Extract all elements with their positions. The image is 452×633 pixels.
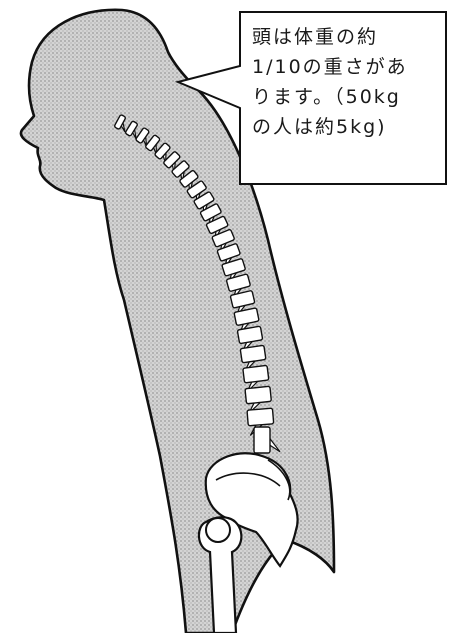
femoral-head	[206, 518, 230, 542]
callout-text: 頭は体重の約 1/10の重さがあ ります。（50kg の人は約5kg)	[252, 22, 444, 142]
